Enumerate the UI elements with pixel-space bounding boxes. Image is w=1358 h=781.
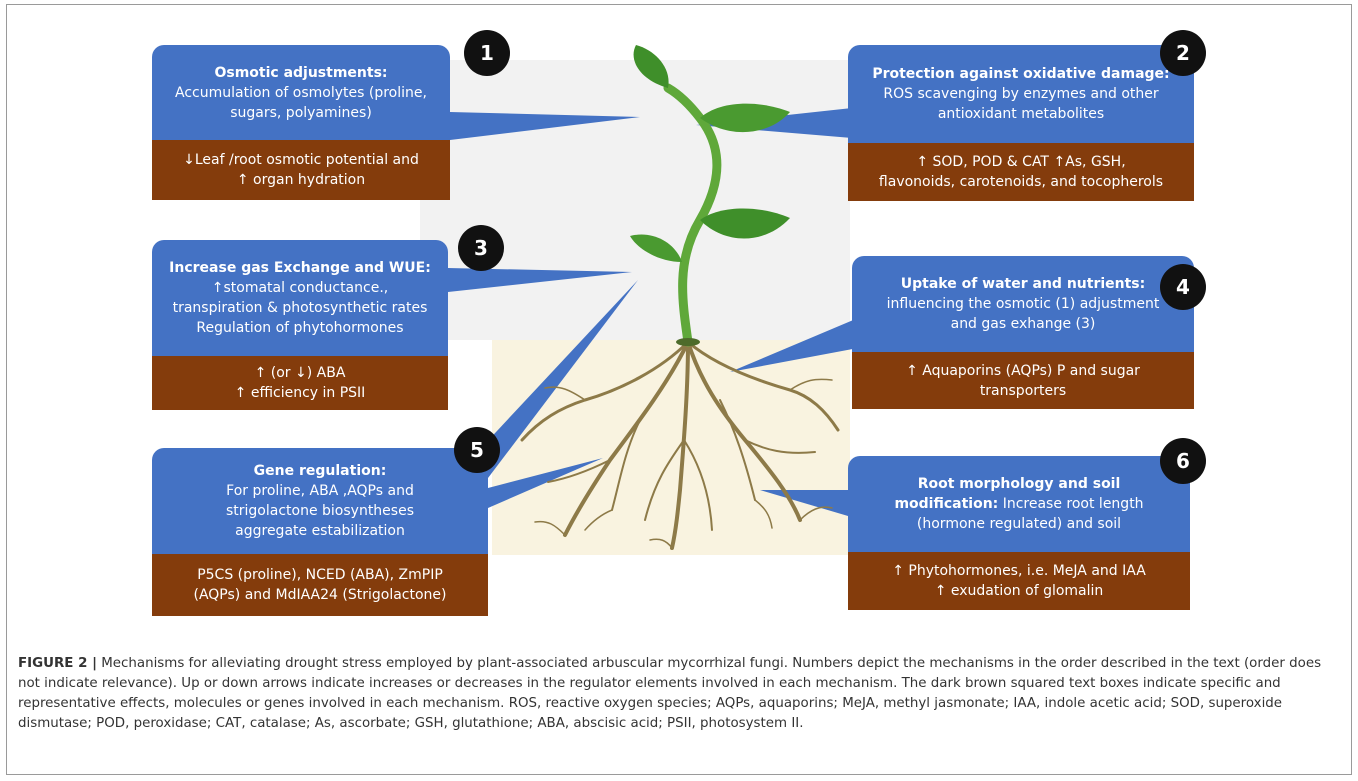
figure-caption: FIGURE 2 | Mechanisms for alleviating dr… bbox=[18, 654, 1338, 734]
mechanism-5-line: For proline, ABA ,AQPs and bbox=[226, 483, 414, 499]
mechanism-3-line: transpiration & photosynthetic rates bbox=[172, 300, 428, 316]
mechanism-4-effect: transporters bbox=[979, 382, 1067, 399]
mechanism-4-title: Uptake of water and nutrients: bbox=[900, 276, 1146, 292]
mechanism-4-effect: ↑ Aquaporins (AQPs) P and sugar bbox=[906, 362, 1140, 379]
background-panel-upper bbox=[420, 60, 850, 340]
mechanism-4-line: influencing the osmotic (1) adjustment bbox=[886, 296, 1160, 312]
mechanism-2-line: antioxidant metabolites bbox=[937, 106, 1105, 122]
mechanism-2-effect: ↑ SOD, POD & CAT ↑As, GSH, bbox=[916, 154, 1126, 170]
mechanism-box-5: Gene regulation: For proline, ABA ,AQPs … bbox=[152, 448, 488, 616]
connector-5b bbox=[488, 458, 603, 508]
mechanism-1-description: Osmotic adjustments: Accumulation of osm… bbox=[152, 45, 450, 140]
mechanism-1-line: Accumulation of osmolytes (proline, bbox=[175, 84, 427, 101]
mechanism-box-3: Increase gas Exchange and WUE: ↑stomatal… bbox=[152, 240, 448, 410]
mechanism-6-line-cont: Increase root length bbox=[998, 496, 1144, 512]
mechanism-box-1: Osmotic adjustments: Accumulation of osm… bbox=[152, 45, 450, 200]
mechanism-4-effects: ↑ Aquaporins (AQPs) P and sugar transpor… bbox=[852, 352, 1194, 409]
mechanism-2-badge: 2 bbox=[1160, 30, 1206, 76]
figure-caption-text: Mechanisms for alleviating drought stres… bbox=[18, 656, 1322, 731]
connector-4 bbox=[730, 318, 858, 372]
mechanism-6-badge: 6 bbox=[1160, 438, 1206, 484]
roots bbox=[520, 340, 840, 550]
mechanism-1-line: sugars, polyamines) bbox=[230, 104, 372, 121]
mechanism-4-description: Uptake of water and nutrients: influenci… bbox=[852, 256, 1194, 352]
mechanism-6-title: Root morphology and soil bbox=[917, 476, 1121, 492]
mechanism-5-effect: P5CS (proline), NCED (ABA), ZmPIP bbox=[197, 567, 443, 583]
mechanism-1-effect: ↑ organ hydration bbox=[236, 172, 366, 188]
stem bbox=[663, 83, 722, 347]
mechanism-6-effects: ↑ Phytohormones, i.e. MeJA and IAA ↑ exu… bbox=[848, 552, 1190, 610]
mechanism-5-title: Gene regulation: bbox=[253, 463, 387, 479]
mechanism-6-title-cont: modification: bbox=[894, 496, 999, 512]
leaf-mid-right bbox=[700, 208, 790, 239]
mechanism-6-effect: ↑ exudation of glomalin bbox=[934, 583, 1104, 599]
connector-3 bbox=[448, 268, 632, 292]
mechanism-5-line: aggregate estabilization bbox=[235, 523, 405, 539]
leaf-top bbox=[633, 45, 669, 88]
figure-frame bbox=[6, 4, 1352, 775]
mechanism-1-title: Osmotic adjustments: bbox=[214, 64, 388, 81]
mechanism-box-6: Root morphology and soil modification: I… bbox=[848, 456, 1190, 610]
mechanism-6-line: (hormone regulated) and soil bbox=[916, 516, 1122, 532]
mechanism-1-effect: ↓Leaf /root osmotic potential and bbox=[183, 152, 419, 168]
mechanism-box-2: Protection against oxidative damage: ROS… bbox=[848, 45, 1194, 201]
connector-5 bbox=[468, 280, 638, 478]
mechanism-3-line: Regulation of phytohormones bbox=[196, 320, 404, 336]
mechanism-3-description: Increase gas Exchange and WUE: ↑stomatal… bbox=[152, 240, 448, 356]
connector-1 bbox=[450, 112, 640, 140]
mechanism-box-4: Uptake of water and nutrients: influenci… bbox=[852, 256, 1194, 409]
mechanism-1-effects: ↓Leaf /root osmotic potential and ↑ orga… bbox=[152, 140, 450, 200]
mechanism-5-badge: 5 bbox=[454, 427, 500, 473]
mechanism-2-effect: flavonoids, carotenoids, and tocopherols bbox=[878, 174, 1164, 190]
mechanism-5-effects: P5CS (proline), NCED (ABA), ZmPIP (AQPs)… bbox=[152, 554, 488, 616]
mechanism-6-line: modification: Increase root length bbox=[858, 494, 1180, 514]
mechanism-3-line: ↑stomatal conductance., bbox=[211, 280, 389, 296]
leaf-mid-left bbox=[630, 234, 682, 262]
figure-label: FIGURE 2 | bbox=[18, 656, 97, 671]
mechanism-5-line: strigolactone biosyntheses bbox=[225, 503, 414, 519]
mechanism-6-effect: ↑ Phytohormones, i.e. MeJA and IAA bbox=[892, 563, 1146, 579]
mechanism-4-badge: 4 bbox=[1160, 264, 1206, 310]
mechanism-3-title: Increase gas Exchange and WUE: bbox=[169, 260, 431, 276]
mechanism-5-effect: (AQPs) and MdIAA24 (Strigolactone) bbox=[193, 587, 447, 603]
mechanism-3-effects: ↑ (or ↓) ABA ↑ efficiency in PSII bbox=[152, 356, 448, 410]
mechanism-2-effects: ↑ SOD, POD & CAT ↑As, GSH, flavonoids, c… bbox=[848, 143, 1194, 201]
mechanism-3-effect: ↑ efficiency in PSII bbox=[234, 385, 366, 401]
connector-6 bbox=[760, 490, 848, 516]
mechanism-3-badge: 3 bbox=[458, 225, 504, 271]
mechanism-1-badge: 1 bbox=[464, 30, 510, 76]
mechanism-6-description: Root morphology and soil modification: I… bbox=[848, 456, 1190, 552]
mechanism-5-description: Gene regulation: For proline, ABA ,AQPs … bbox=[152, 448, 488, 554]
mechanism-2-title: Protection against oxidative damage: bbox=[872, 66, 1170, 82]
leaf-upper-right bbox=[700, 103, 790, 133]
mechanism-3-effect: ↑ (or ↓) ABA bbox=[254, 365, 346, 381]
mechanism-4-line: and gas exhange (3) bbox=[950, 316, 1096, 332]
mechanism-2-description: Protection against oxidative damage: ROS… bbox=[848, 45, 1194, 143]
mechanism-2-line: ROS scavenging by enzymes and other bbox=[883, 86, 1159, 102]
